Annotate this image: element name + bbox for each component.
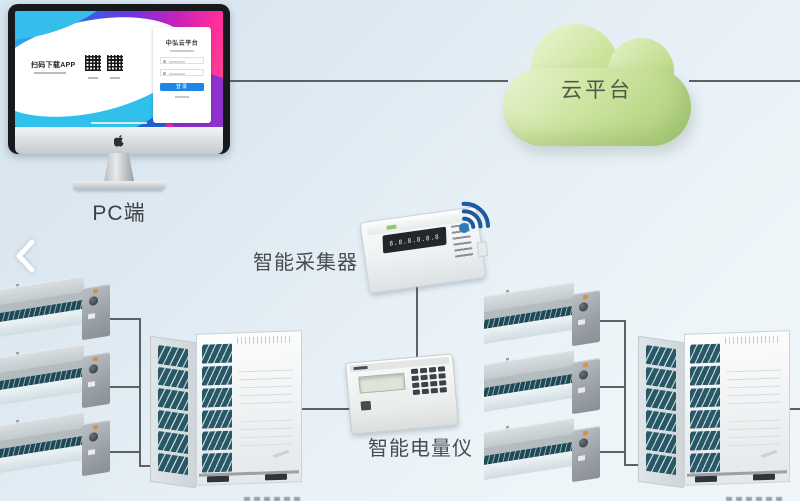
connection-line-pc-cloud	[228, 80, 508, 82]
connection-line-cloud-right	[689, 80, 800, 82]
apple-logo-icon	[113, 135, 124, 147]
carousel-prev-button[interactable]	[12, 238, 38, 274]
connection-stub-left-3	[93, 451, 139, 453]
outdoor-unit-right	[638, 330, 790, 494]
cutoff-caption-left	[244, 497, 302, 501]
indoor-unit-left-1	[0, 275, 112, 348]
platform-subtitle	[170, 50, 194, 52]
cloud-label: 云平台	[561, 79, 633, 102]
smart-power-meter-device	[345, 353, 459, 435]
wifi-icon	[459, 201, 491, 233]
monitor-chin	[15, 127, 223, 154]
qr-code-1-caption	[88, 77, 98, 79]
cloud-base	[503, 68, 691, 146]
qr-code-1	[85, 55, 101, 71]
qr-code-2-caption	[110, 77, 120, 79]
connection-stub-right-2	[580, 386, 624, 388]
indoor-unit-right-2	[484, 349, 602, 422]
connection-bus-left	[139, 318, 141, 467]
username-field	[160, 57, 204, 64]
forgot-password-link	[175, 96, 189, 98]
pc-label: PC端	[92, 202, 146, 225]
pc-monitor: 扫码下载APP 中弘云平台 登录	[8, 4, 230, 227]
platform-title: 中弘云平台	[165, 41, 199, 47]
connection-stub-left-1	[93, 318, 139, 320]
connection-bus-right	[624, 320, 626, 466]
meter-keypad	[410, 366, 448, 409]
screen-footer-text	[91, 122, 147, 124]
connection-line-collector-meter	[416, 278, 418, 364]
qr-code-2	[107, 55, 123, 71]
connection-stub-right-1	[580, 320, 624, 322]
connection-line-meter-outdoor-left	[290, 408, 374, 410]
indoor-unit-left-2	[0, 343, 112, 416]
meter-label: 智能电量仪	[368, 438, 473, 460]
password-field	[160, 69, 204, 76]
cloud-platform: 云平台	[503, 24, 691, 146]
collector-display-digits: 8.8.8.8.8.8	[389, 233, 440, 248]
cutoff-caption-right	[726, 497, 786, 501]
collector-label: 智能采集器	[253, 252, 358, 274]
monitor-bezel: 扫码下载APP 中弘云平台 登录	[8, 4, 230, 154]
meter-button	[360, 400, 372, 411]
indoor-unit-right-3	[484, 417, 602, 490]
app-download-subtitle	[34, 72, 66, 74]
monitor-stand-base	[73, 181, 165, 190]
chevron-left-icon	[16, 239, 35, 273]
indoor-unit-left-3	[0, 411, 112, 484]
indoor-unit-right-1	[484, 281, 602, 354]
outdoor-unit-left	[150, 330, 302, 494]
monitor-screen: 扫码下载APP 中弘云平台 登录	[15, 11, 223, 127]
connection-bus-right-to-outdoor	[624, 464, 644, 466]
connection-stub-left-2	[93, 386, 139, 388]
connection-stub-right-3	[580, 451, 624, 453]
app-download-title: 扫码下载APP	[31, 62, 76, 69]
login-button: 登录	[160, 83, 204, 91]
login-panel: 中弘云平台 登录	[153, 27, 211, 123]
monitor-stand-neck	[104, 153, 134, 181]
